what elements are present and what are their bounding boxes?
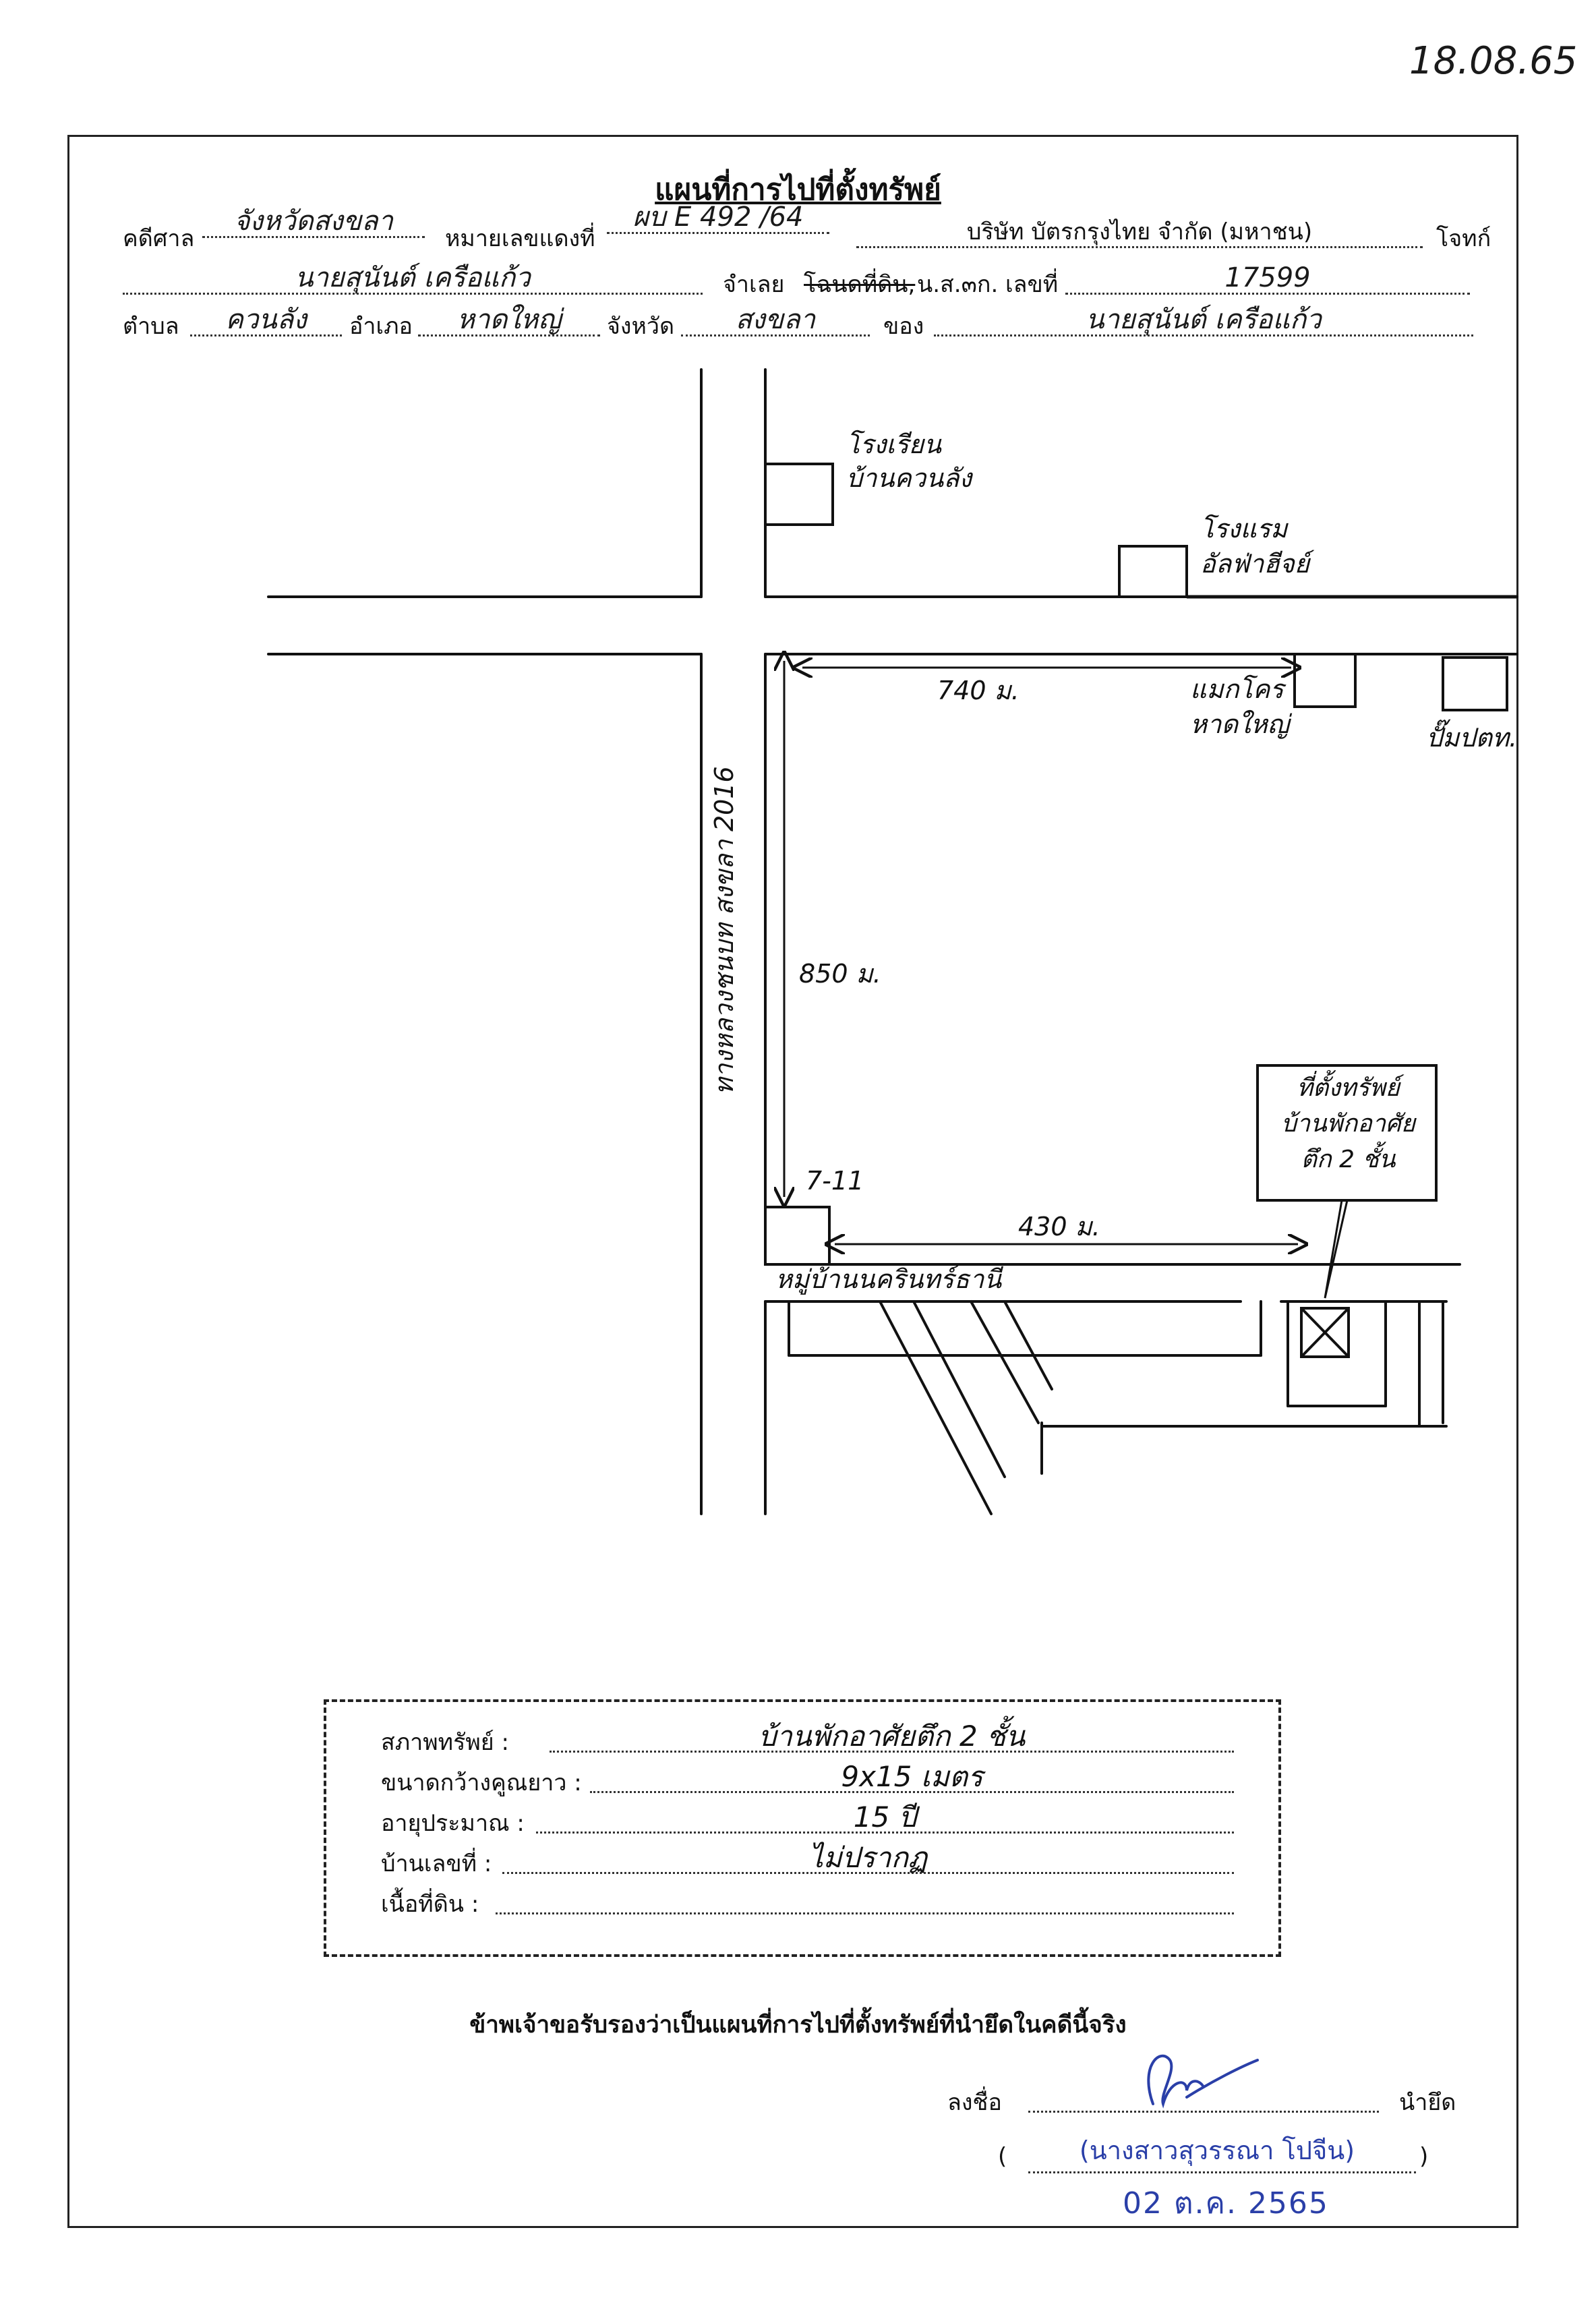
signature-scribble — [1147, 2054, 1259, 2109]
page-frame — [67, 135, 1518, 2228]
size-dots — [590, 1791, 1234, 1793]
house-no-dots — [502, 1872, 1234, 1874]
makro-label-line1: แมกโคร — [1190, 674, 1284, 704]
hotel-label-line1: โรงแรม — [1200, 514, 1288, 544]
distance-740-label: 740 ม. — [937, 676, 1019, 705]
distance-430-label: 430 ม. — [1018, 1212, 1100, 1241]
case-no-value: ผบ E 492 /64 — [607, 202, 829, 234]
defendant-value: นายสุนันต์ เครือแก้ว — [123, 263, 703, 295]
gas-station-label: ปั๊มปตท. — [1426, 723, 1518, 753]
plaintiff-label: โจทก์ — [1436, 225, 1491, 252]
province-label: จังหวัด — [607, 313, 675, 340]
certification-statement: ข้าพเจ้าขอรับรองว่าเป็นแผนที่การไปที่ตั้… — [469, 2012, 1127, 2039]
distance-850-label: 850 ม. — [799, 959, 881, 989]
school-label-line1: โรงเรียน — [846, 430, 942, 459]
province-value: สงขลา — [681, 305, 870, 336]
school-label-line2: บ้านควนลัง — [846, 463, 972, 493]
date-stamp: 02 ต.ค. 2565 — [1123, 2186, 1329, 2221]
subdistrict-value: ควนลัง — [190, 305, 342, 336]
size-label: ขนาดกว้างคูณยาว : — [381, 1769, 582, 1796]
size-value: 9x15 เมตร — [841, 1760, 983, 1793]
defendant-label: จำเลย — [723, 271, 785, 298]
seven-eleven-label: 7-11 — [806, 1166, 864, 1196]
deed-label: น.ส.๓ก. เลขที่ — [917, 271, 1059, 298]
land-area-dots — [496, 1912, 1234, 1914]
owner-value: นายสุนันต์ เครือแก้ว — [934, 305, 1473, 336]
target-label-line1: ที่ตั้งทรัพย์ — [1297, 1074, 1400, 1102]
condition-value: บ้านพักอาศัยตึก 2 ชั้น — [758, 1720, 1026, 1753]
map-title: แผนที่การไปที่ตั้งทรัพย์ — [655, 173, 941, 207]
hotel-label-line2: อัลฟ่าฮีจย์ — [1200, 549, 1310, 579]
house-no-value: ไม่ปรากฏ — [808, 1841, 928, 1874]
signer-name: (นางสาวสุวรรณา โปจีน) — [1079, 2136, 1355, 2165]
sign-role: นำยึด — [1399, 2089, 1456, 2116]
court-label: คดีศาล — [123, 225, 195, 252]
district-value: หาดใหญ่ — [418, 305, 600, 336]
target-label-line3: ตึก 2 ชั้น — [1301, 1146, 1396, 1173]
target-label-line2: บ้านพักอาศัย — [1281, 1110, 1415, 1138]
deed-type-struck: โฉนดที่ดิน, — [804, 271, 916, 298]
age-label: อายุประมาณ : — [381, 1810, 525, 1837]
name-line — [1028, 2171, 1416, 2173]
owner-label: ของ — [883, 313, 924, 340]
court-value: จังหวัดสงขลา — [202, 206, 425, 238]
deed-no-value: 17599 — [1065, 263, 1470, 295]
village-label: หมู่บ้านนครินทร์ธานี — [775, 1264, 1002, 1294]
property-details-box — [324, 1699, 1281, 1957]
condition-label: สภาพทรัพย์ : — [381, 1729, 509, 1756]
paren-close: ) — [1419, 2143, 1429, 2170]
corner-date: 18.08.65 — [1409, 39, 1578, 83]
land-area-label: เนื้อที่ดิน : — [381, 1891, 479, 1918]
sign-label: ลงชื่อ — [947, 2089, 1002, 2116]
paren-open: ( — [998, 2143, 1007, 2170]
age-value: 15 ปี — [853, 1800, 917, 1834]
subdistrict-label: ตำบล — [123, 313, 179, 340]
signature-line — [1028, 2111, 1379, 2113]
condition-dots — [550, 1751, 1234, 1753]
age-dots — [536, 1832, 1234, 1834]
case-no-label: หมายเลขแดงที่ — [445, 225, 595, 252]
district-label: อำเภอ — [349, 313, 413, 340]
makro-label-line2: หาดใหญ่ — [1190, 709, 1290, 739]
highway-label: ทางหลวงชนบท สงขลา 2016 — [709, 766, 740, 1095]
house-no-label: บ้านเลขที่ : — [381, 1850, 492, 1877]
plaintiff-value: บริษัท บัตรกรุงไทย จำกัด (มหาชน) — [856, 218, 1423, 248]
